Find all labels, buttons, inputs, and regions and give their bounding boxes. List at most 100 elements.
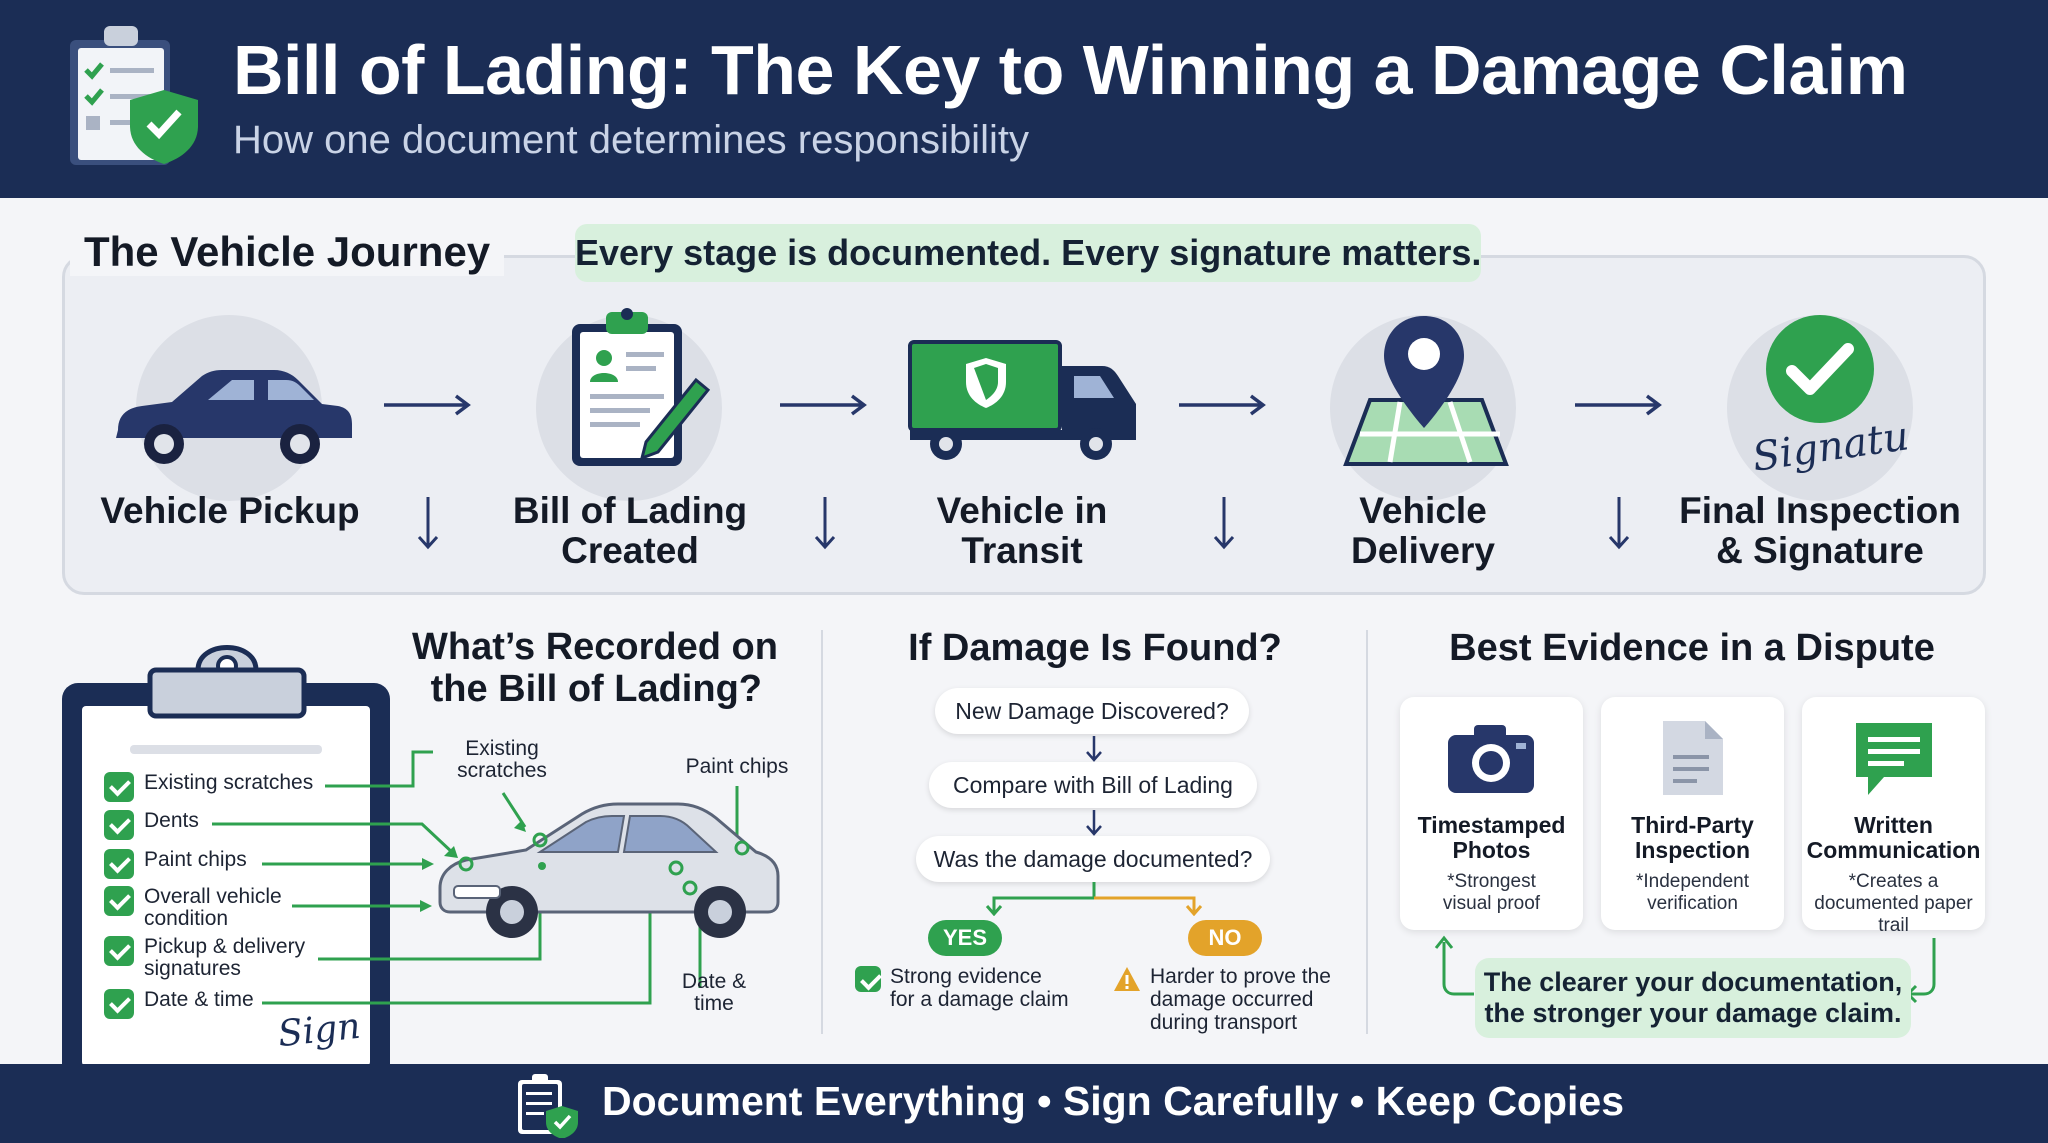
evidence-banner-line: the stronger your damage claim. (1484, 998, 1902, 1028)
evidence-title-line: Photos (1452, 837, 1531, 863)
checkbox-checked-icon (855, 966, 881, 992)
checkbox-checked-icon (104, 810, 134, 840)
checklist-text: Existing scratches (144, 771, 314, 794)
clipboard-header-line (130, 745, 322, 754)
checklist-text: Paint chips (144, 848, 247, 871)
checklist-item: Dents (104, 810, 199, 840)
damage-title: If Damage Is Found? (908, 627, 1282, 669)
yes-badge: YES (928, 920, 1002, 956)
checklist-text: condition (144, 907, 229, 930)
stage-label-line: & Signature (1716, 530, 1924, 571)
stage-label-line: Delivery (1351, 530, 1495, 571)
no-note-line: Harder to prove the (1150, 965, 1331, 988)
checklist-item: Existing scratches (104, 772, 313, 802)
flow-step-documented: Was the damage documented? (916, 836, 1270, 882)
evidence-card-photos: Timestamped Photos *Strongest visual pro… (1400, 697, 1583, 930)
warning-icon (1114, 967, 1140, 991)
checklist-text: Pickup & delivery (144, 935, 306, 958)
arrow-right-icon (384, 394, 471, 416)
evidence-note-line: verification (1647, 893, 1738, 914)
flow-branch-arrows (985, 882, 1203, 916)
evidence-banner-line: The clearer your documentation, (1483, 967, 1903, 997)
evidence-note-line: visual proof (1442, 893, 1541, 914)
evidence-card-note: *Strongest visual proof (1400, 871, 1583, 915)
arrow-right-icon (1179, 394, 1266, 416)
evidence-note-line: *Independent (1635, 871, 1750, 892)
truck-shield-icon (908, 340, 1136, 460)
no-badge: NO (1188, 920, 1262, 956)
evidence-title-line: Written (1854, 812, 1933, 838)
evidence-card-title: Third-Party Inspection (1601, 813, 1784, 863)
callout-paint-chips: Paint chips (672, 756, 802, 778)
callout-text: Existing (465, 737, 539, 760)
arrow-down-icon (1608, 497, 1630, 550)
yes-note-line: for a damage claim (890, 988, 1069, 1011)
stage-label-line: Bill of Lading (512, 490, 748, 531)
callout-text: time (694, 992, 734, 1015)
evidence-card-note: *Independent verification (1601, 871, 1784, 915)
journey-banner: Every stage is documented. Every signatu… (575, 224, 1481, 282)
arrow-down-icon (1086, 736, 1102, 762)
stage-label-transit: Vehicle in Transit (872, 491, 1172, 571)
evidence-title-line: Communication (1806, 837, 1981, 863)
stage-label-line: Created (561, 530, 699, 571)
stage-label-line: Vehicle in (936, 490, 1108, 531)
evidence-card-note: *Creates a documented paper trail (1802, 871, 1985, 937)
checklist-item: Paint chips (104, 849, 247, 879)
stage-label-final: Final Inspection & Signature (1670, 491, 1970, 571)
checklist-item: Date & time (104, 989, 254, 1019)
check-circle-icon (1766, 315, 1874, 423)
callout-existing-scratches: Existing scratches (444, 738, 560, 782)
stage-label-pickup: Vehicle Pickup (80, 491, 380, 531)
evidence-note-line: documented paper (1814, 893, 1973, 914)
callout-text: Paint chips (685, 755, 789, 778)
flow-step-compare: Compare with Bill of Lading (929, 762, 1257, 808)
arrow-down-icon (417, 497, 439, 550)
checkbox-checked-icon (104, 849, 134, 879)
arrow-down-icon (814, 497, 836, 550)
evidence-note-line: *Strongest (1447, 871, 1536, 892)
page-title: Bill of Lading: The Key to Winning a Dam… (233, 31, 1908, 109)
evidence-loop-arrows (1434, 935, 1936, 1004)
callout-text: Date & (681, 970, 747, 993)
recorded-title-line: the Bill of Lading? (430, 668, 762, 710)
checklist-text: Dents (144, 809, 199, 832)
camera-icon (1448, 725, 1534, 793)
document-icon (1663, 721, 1723, 795)
recorded-title: What’s Recorded on the Bill of Lading? (412, 626, 778, 710)
callout-date-time: Date & time (664, 971, 764, 1015)
evidence-note-line: *Creates a (1848, 871, 1939, 892)
arrow-down-icon (1086, 810, 1102, 836)
stage-label-line: Vehicle Pickup (100, 490, 360, 531)
stage-label-bol: Bill of Lading Created (480, 491, 780, 571)
flow-step-new-damage: New Damage Discovered? (935, 688, 1249, 734)
journey-heading: The Vehicle Journey (70, 228, 505, 276)
evidence-title-line: Inspection (1634, 837, 1750, 863)
stage-label-delivery: Vehicle Delivery (1273, 491, 1573, 571)
checklist-text: Date & time (144, 988, 254, 1011)
footer-tagline: Document Everything • Sign Carefully • K… (602, 1078, 1625, 1124)
evidence-card-communication: Written Communication *Creates a documen… (1802, 697, 1985, 936)
checklist-shield-icon (518, 1074, 578, 1138)
header: Bill of Lading: The Key to Winning a Dam… (0, 0, 2048, 198)
clipboard-pen-icon (572, 308, 711, 466)
arrow-down-icon (1213, 497, 1235, 550)
stage-label-line: Transit (961, 530, 1083, 571)
yes-note: Strong evidence for a damage claim (890, 965, 1090, 1011)
no-note-line: damage occurred (1150, 988, 1314, 1011)
yes-note-line: Strong evidence (890, 965, 1042, 988)
clipboard-signature: Sign (276, 1005, 363, 1056)
stage-label-line: Vehicle (1359, 490, 1487, 531)
checklist-shield-icon (70, 26, 198, 165)
no-note: Harder to prove the damage occurred duri… (1150, 965, 1350, 1034)
message-icon (1856, 723, 1932, 795)
evidence-card-title: Written Communication (1802, 813, 1985, 863)
page-subtitle: How one document determines responsibili… (233, 118, 1029, 162)
arrow-right-icon (780, 394, 867, 416)
map-pin-icon (1343, 316, 1509, 466)
footer: Document Everything • Sign Carefully • K… (0, 1064, 2048, 1143)
arrow-right-icon (1575, 394, 1662, 416)
evidence-note-line: trail (1878, 915, 1909, 936)
checkbox-checked-icon (104, 989, 134, 1019)
